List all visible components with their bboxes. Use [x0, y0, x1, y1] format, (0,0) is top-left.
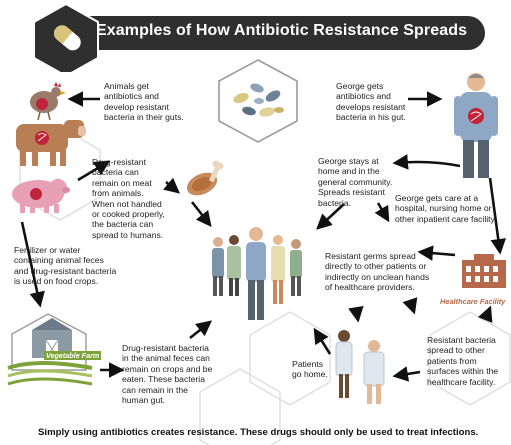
caption-meat: Drug-resistant bacteria can remain on me…: [92, 157, 165, 240]
cow-icon: [16, 120, 86, 166]
healthcare-facility-label: Healthcare Facility: [440, 297, 506, 306]
caption-animals-antibiotics: Animals get antibiotics and develop resi…: [104, 81, 184, 123]
arrow-fertilizer-to-farm: [20, 221, 45, 308]
george-person-icon: [454, 73, 498, 178]
arrow-care-to-facility: [417, 245, 456, 261]
arrow-to-meat: [163, 177, 180, 194]
pig-icon: [12, 179, 70, 213]
pills-hexagon: [218, 59, 298, 143]
caption-george-antibiotics: George gets antibiotics and develops res…: [336, 81, 406, 123]
arrow-crops-to-people: [189, 320, 213, 340]
page-title: Examples of How Antibiotic Resistance Sp…: [96, 22, 468, 39]
animals-group: [12, 82, 86, 213]
caption-george-care: George gets care at a hospital, nursing …: [395, 193, 497, 224]
arrow-meat-to-people: [190, 201, 212, 228]
title-bar: [64, 16, 485, 50]
arrow-george-to-facility: [488, 177, 506, 255]
caption-crops: Drug-resistant bacteria in the animal fe…: [122, 343, 213, 406]
footer-note: Simply using antibiotics creates resista…: [38, 427, 479, 438]
arrow-animals-to-meat-text: [77, 160, 111, 182]
caption-george-home: George stays at home and in the general …: [318, 156, 393, 208]
arrow-patients: [348, 305, 364, 323]
caption-patients-home: Patients go home.: [292, 359, 328, 380]
arrow-surfaces-up: [477, 305, 493, 323]
arrow-to-care-text: [374, 202, 390, 223]
arrow-surfaces-to-patients: [392, 366, 421, 382]
arrow-home-to-people: [316, 203, 345, 230]
hospital-building-icon: [462, 254, 506, 288]
caption-fertilizer: Fertilizer or water containing animal fe…: [14, 245, 117, 287]
patients-icon: [335, 330, 385, 404]
chicken-icon: [30, 82, 66, 121]
meat-icon: [186, 160, 224, 196]
arrow-patients-home: [313, 327, 332, 355]
pills-icon: [233, 83, 284, 117]
pill-capsule-icon: [53, 25, 81, 51]
caption-surfaces: Resistant bacteria spread to other patie…: [427, 335, 499, 387]
arrow-george-home: [392, 154, 461, 170]
people-group-icon: [212, 227, 302, 320]
logo-hexagon: [33, 2, 99, 72]
arrow-germs-down: [402, 297, 418, 315]
caption-germs-spread: Resistant germs spread directly to other…: [325, 251, 430, 293]
vegetable-farm-label: Vegetable Farm: [44, 351, 102, 360]
